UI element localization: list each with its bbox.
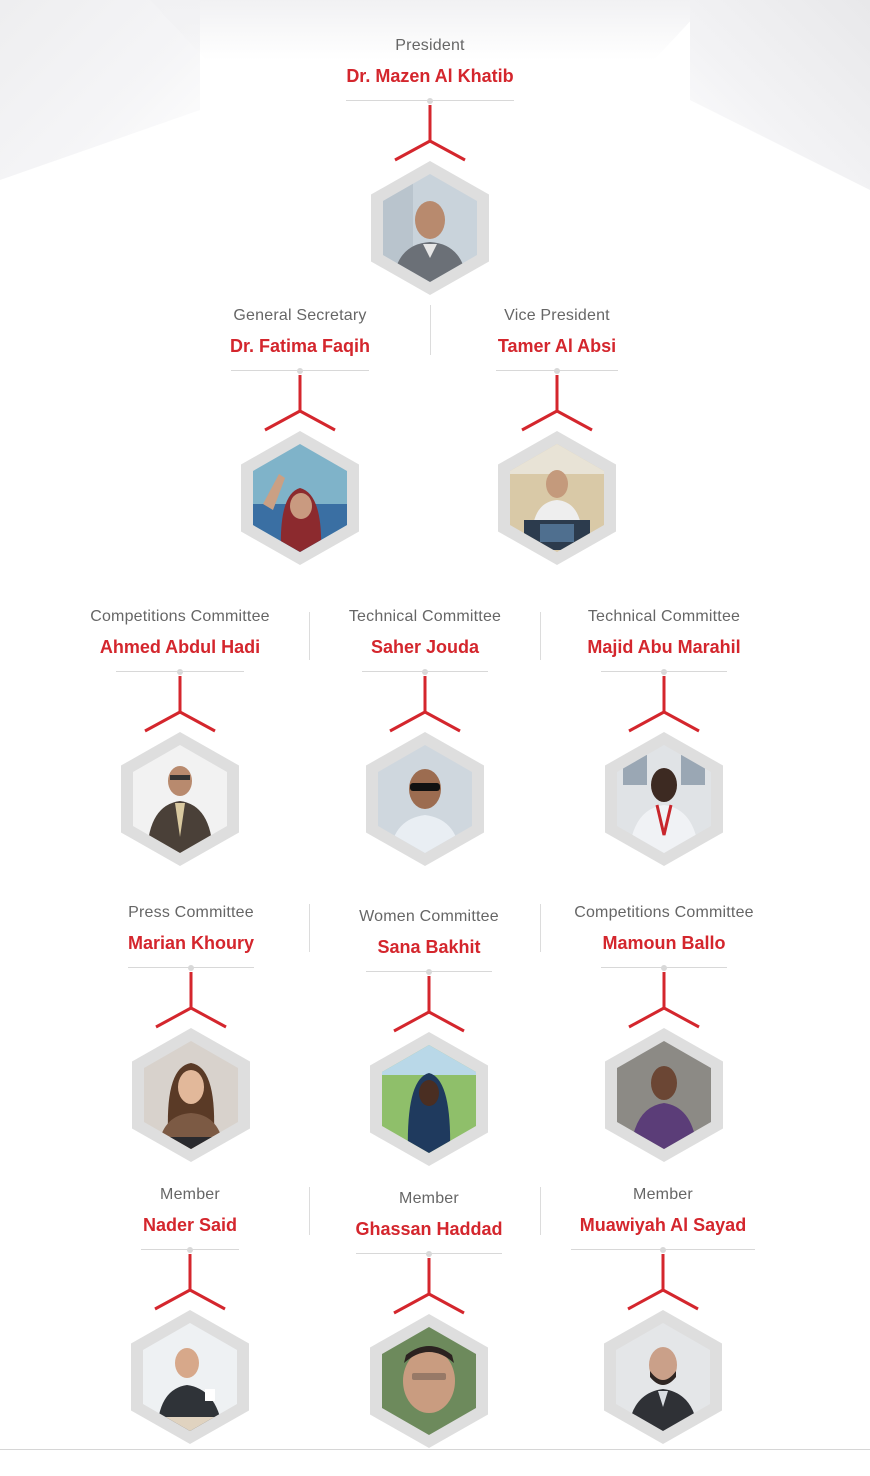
member-role: General Secretary [233,307,367,324]
portrait-man-coffee-icon [143,1323,237,1431]
member-photo-frame [498,431,616,565]
tree-connector-icon [628,669,700,733]
column-divider [309,612,310,660]
member-photo-frame [366,732,484,866]
tree-connector-icon [627,1247,699,1311]
member-card-vice-president: Vice President Tamer Al Absi [447,306,667,565]
member-card-member-2: Member Ghassan Haddad [319,1189,539,1448]
member-role: Women Committee [359,908,499,925]
column-divider [540,612,541,660]
bottom-divider [0,1449,870,1450]
member-name: Dr. Fatima Faqih [229,336,371,356]
member-role: Technical Committee [587,608,741,625]
member-name: Muawiyah Al Sayad [579,1215,747,1235]
member-role: Member [633,1186,693,1203]
member-role: Technical Committee [348,608,502,625]
member-name: Dr. Mazen Al Khatib [346,66,514,86]
member-role: Competitions Committee [574,904,754,921]
member-name: Ahmed Abdul Hadi [99,637,261,657]
member-photo-frame [370,1314,488,1448]
column-divider [540,904,541,952]
member-name: Nader Said [142,1215,238,1235]
tree-connector-icon [389,669,461,733]
portrait-man-lanyard-icon [617,745,711,853]
member-photo-frame [121,732,239,866]
member-name: Mamoun Ballo [602,933,726,953]
background-shape-left [0,0,200,180]
member-card-general-secretary: General Secretary Dr. Fatima Faqih [190,306,410,565]
member-card-member-3: Member Muawiyah Al Sayad [553,1185,773,1444]
member-card-member-1: Member Nader Said [80,1185,300,1444]
member-photo-frame [605,1028,723,1162]
tree-connector-icon [394,98,466,162]
member-card-president: President Dr. Mazen Al Khatib [320,36,540,295]
member-card-technical-committee-2: Technical Committee Majid Abu Marahil [554,607,774,866]
tree-connector-icon [628,965,700,1029]
member-photo-frame [131,1310,249,1444]
tree-connector-icon [144,669,216,733]
tree-connector-icon [154,1247,226,1311]
portrait-man-suit-icon [133,745,227,853]
member-photo-frame [605,732,723,866]
member-role: Member [160,1186,220,1203]
member-card-competitions-committee-2: Competitions Committee Mamoun Ballo [554,903,774,1162]
tree-connector-icon [155,965,227,1029]
member-card-women-committee: Women Committee Sana Bakhit [319,907,539,1166]
member-name: Tamer Al Absi [497,336,617,356]
member-name: Saher Jouda [370,637,480,657]
background-shape-right [690,0,870,190]
column-divider [309,1187,310,1235]
column-divider [309,904,310,952]
column-divider [430,305,431,355]
portrait-man-beard-icon [616,1323,710,1431]
member-role: Press Committee [128,904,254,921]
tree-connector-icon [521,368,593,432]
member-name: Ghassan Haddad [355,1219,503,1239]
member-photo-frame [241,431,359,565]
member-name: Marian Khoury [127,933,255,953]
portrait-man-purple-shirt-icon [617,1041,711,1149]
member-card-competitions-committee: Competitions Committee Ahmed Abdul Hadi [70,607,290,866]
tree-connector-icon [393,969,465,1033]
member-card-technical-committee-1: Technical Committee Saher Jouda [315,607,535,866]
member-photo-frame [371,161,489,295]
member-photo-frame [604,1310,722,1444]
member-name: Majid Abu Marahil [587,637,741,657]
tree-connector-icon [393,1251,465,1315]
column-divider [540,1187,541,1235]
member-name: Sana Bakhit [377,937,481,957]
tree-connector-icon [264,368,336,432]
member-card-press-committee: Press Committee Marian Khoury [81,903,301,1162]
member-role: President [395,37,465,54]
member-role: Competitions Committee [90,608,270,625]
member-photo-frame [132,1028,250,1162]
member-role: Member [399,1190,459,1207]
member-photo-frame [370,1032,488,1166]
member-role: Vice President [504,307,610,324]
